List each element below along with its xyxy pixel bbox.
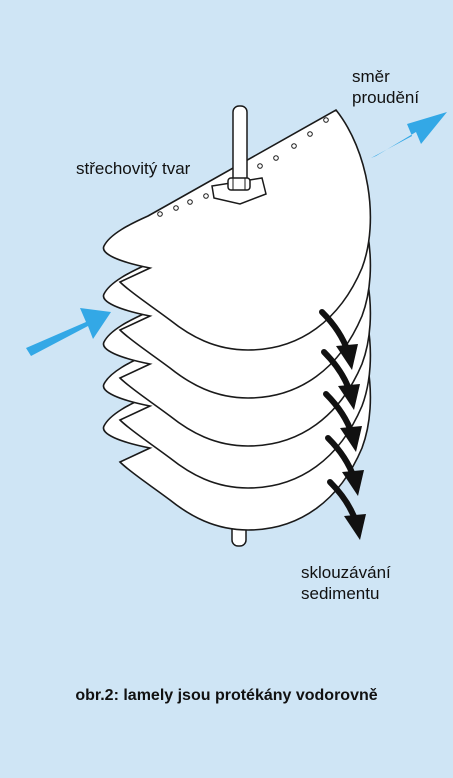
mounting-hole: [158, 212, 163, 217]
mounting-hole: [274, 156, 279, 161]
sediment-sliding-line2: sedimentu: [301, 583, 391, 604]
mounting-hole: [258, 164, 263, 169]
roof-shape-label: střechovitý tvar: [76, 158, 190, 179]
flow-arrow-icon-inflow: [26, 308, 111, 356]
flow-direction-line1: směr: [352, 66, 419, 87]
mounting-hole: [204, 194, 209, 199]
sediment-arrow-icon: [330, 482, 366, 540]
figure-caption: obr.2: lamely jsou protékány vodorovně: [0, 687, 453, 705]
mounting-hole: [324, 118, 329, 123]
sediment-sliding-line1: sklouzávání: [301, 562, 391, 583]
flow-arrow-icon: [371, 112, 447, 158]
mounting-hole: [308, 132, 313, 137]
mounting-hole: [188, 200, 193, 205]
flow-direction-label: směr proudění: [352, 66, 419, 108]
flow-direction-line2: proudění: [352, 87, 419, 108]
mounting-hole: [174, 206, 179, 211]
mounting-hole: [292, 144, 297, 149]
sediment-sliding-label: sklouzávání sedimentu: [301, 562, 391, 604]
shaft-top: [233, 106, 247, 188]
